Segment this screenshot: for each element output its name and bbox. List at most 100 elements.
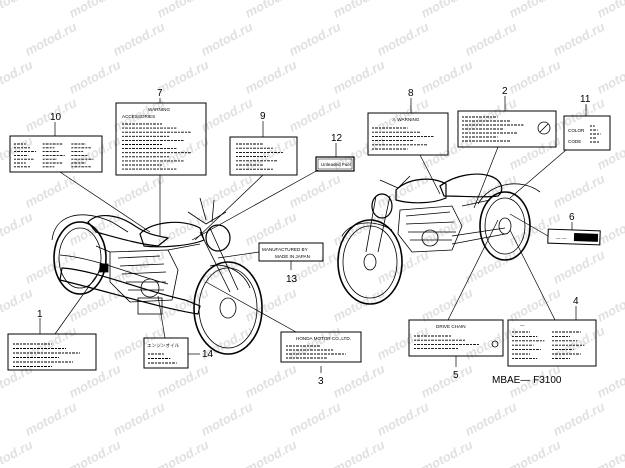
watermark-text: motod.ru [374, 399, 431, 439]
callout-11: 11 [580, 94, 591, 105]
leader-lines [39, 96, 587, 373]
motorcycle-left [51, 197, 263, 355]
callout-3: 3 [318, 376, 324, 387]
label-11: COLOR CODE [563, 115, 611, 151]
callout-13: 13 [286, 274, 298, 285]
watermark-text: motod.ru [66, 437, 123, 468]
watermark-text: motod.ru [462, 19, 519, 59]
callout-6: 6 [569, 212, 575, 223]
watermark-text: motod.ru [0, 0, 35, 21]
label-11-code: CODE [568, 139, 581, 144]
watermark-text: motod.ru [154, 437, 211, 468]
exhaust-left [59, 267, 201, 315]
label-7: WARNING ACCESSORIES [115, 102, 207, 176]
watermark-text: motod.ru [418, 133, 475, 173]
watermark-text: motod.ru [22, 399, 79, 439]
watermark-text: motod.ru [286, 399, 343, 439]
handlebar-right [379, 175, 411, 189]
fuel-tank-right [395, 178, 447, 204]
engine-right [397, 205, 463, 253]
watermark-text: motod.ru [110, 19, 167, 59]
label-14-text: エンジンオイル [147, 343, 180, 348]
watermark-text: motod.ru [418, 437, 475, 468]
label-4: — [507, 319, 597, 367]
label-8-warning: ⚠ WARNING [392, 117, 420, 122]
watermark-text: motod.ru [418, 57, 475, 97]
label-5-text: DRIVE CHAIN [436, 324, 466, 329]
watermark-text: motod.ru [374, 171, 431, 211]
watermark-text: motod.ru [286, 171, 343, 211]
callout-8: 8 [408, 88, 414, 99]
watermark-text: motod.ru [198, 19, 255, 59]
callout-12: 12 [331, 133, 343, 144]
callout-7: 7 [157, 88, 163, 99]
watermark-text: motod.ru [462, 323, 519, 363]
watermark-text: motod.ru [418, 285, 475, 325]
watermark-text: motod.ru [198, 95, 255, 135]
callout-9: 9 [260, 111, 266, 122]
watermark-text: motod.ru [506, 437, 563, 468]
watermark-text: motod.ru [594, 437, 625, 468]
watermark-text: motod.ru [66, 285, 123, 325]
seat-right [439, 173, 503, 198]
watermark-text: motod.ru [22, 19, 79, 59]
callout-5: 5 [453, 370, 459, 381]
callout-4: 4 [573, 296, 579, 307]
watermark-text: motod.ru [506, 57, 563, 97]
watermark-text: motod.ru [550, 171, 607, 211]
seat-left [87, 215, 170, 247]
watermark-text: motod.ru [286, 95, 343, 135]
callout-14: 14 [202, 349, 214, 360]
motorcycle-right [337, 173, 541, 305]
label-12-text: Unleaded Fuel [321, 162, 351, 167]
label-12: Unleaded Fuel [315, 156, 355, 172]
watermark-text: motod.ru [0, 209, 35, 249]
watermark-text: motod.ru [330, 285, 387, 325]
watermark-text: motod.ru [286, 323, 343, 363]
front-wheel-right [337, 219, 403, 305]
label-10 [9, 135, 103, 173]
watermark-text: motod.ru [374, 247, 431, 287]
callout-2: 2 [502, 86, 508, 97]
watermark-text: motod.ru [374, 323, 431, 363]
watermark-text: motod.ru [22, 323, 79, 363]
label-4-text: — [520, 323, 525, 328]
watermark-text: motod.ru [374, 95, 431, 135]
callout-10: 10 [50, 112, 62, 123]
watermark-text: motod.ru [506, 0, 563, 21]
rear-wheel-left [53, 221, 107, 295]
watermark-text: motod.ru [506, 209, 563, 249]
watermark-text: motod.ru [154, 285, 211, 325]
label-14: エンジンオイル [143, 337, 189, 369]
diagram-code: MBAE— F3100 [492, 375, 562, 386]
watermark-text: motod.ru [0, 285, 35, 325]
watermark-text: motod.ru [286, 19, 343, 59]
label-9 [229, 136, 298, 176]
watermark-text: motod.ru [154, 0, 211, 21]
watermark-text: motod.ru [594, 285, 625, 325]
watermark-text: motod.ru [550, 19, 607, 59]
callout-1: 1 [37, 309, 43, 320]
watermark-text: motod.ru [242, 437, 299, 468]
label-2 [457, 110, 557, 148]
label-6: — — [547, 228, 601, 246]
watermark-text: motod.ru [418, 209, 475, 249]
label-3-text: HONDA MOTOR CO.,LTD. [296, 336, 351, 341]
watermark-text: motod.ru [330, 437, 387, 468]
watermark-text: motod.ru [242, 0, 299, 21]
watermark-text: motod.ru [110, 171, 167, 211]
label-13-made-in: MADE IN JAPAN [275, 254, 310, 259]
watermark-text: motod.ru [594, 361, 625, 401]
rear-wheel-right [479, 191, 531, 261]
drive-chain-right [451, 227, 506, 245]
watermark-text: motod.ru [242, 285, 299, 325]
watermark-text: motod.ru [330, 0, 387, 21]
watermark-text: motod.ru [242, 361, 299, 401]
label-7-accessories: ACCESSORIES [122, 114, 155, 119]
headlight-left [205, 224, 231, 252]
watermark-text: motod.ru [594, 209, 625, 249]
watermark-text: motod.ru [506, 133, 563, 173]
watermark-text: motod.ru [330, 57, 387, 97]
watermark-text: motod.ru [374, 19, 431, 59]
